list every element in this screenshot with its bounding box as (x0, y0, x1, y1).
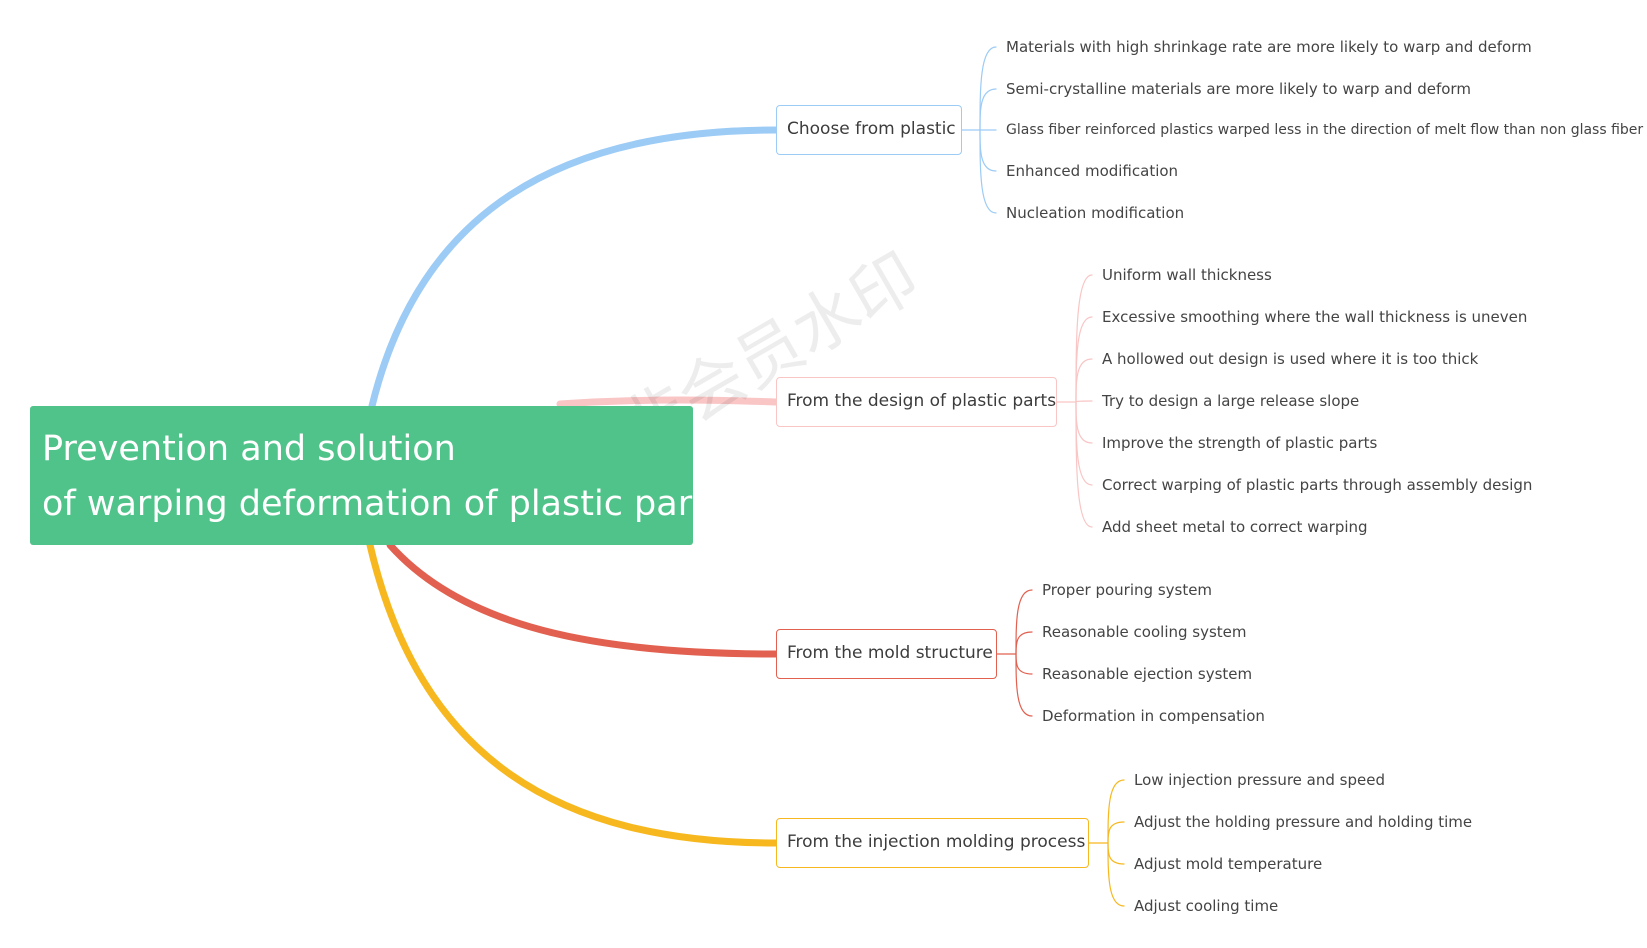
leaf-deformation-compensation[interactable]: Deformation in compensation (1042, 707, 1265, 725)
leaf-nucleation-modification[interactable]: Nucleation modification (1006, 204, 1185, 222)
leaf-cooling-time[interactable]: Adjust cooling time (1134, 897, 1279, 915)
leaf-assembly-design[interactable]: Correct warping of plastic parts through… (1102, 476, 1533, 494)
leaf-connector-0-1 (979, 88, 997, 131)
branch-connector-2 (386, 541, 780, 658)
leaf-connector-2-0 (1015, 589, 1033, 655)
leaf-connector-3-1 (1107, 821, 1125, 844)
leaf-connector-2-1 (1015, 631, 1033, 655)
leaf-connector-3-2 (1107, 842, 1125, 865)
leaf-reasonable-ejection-system[interactable]: Reasonable ejection system (1042, 665, 1253, 683)
branch-connector-3 (366, 541, 780, 847)
leaf-connector-2-3 (1015, 653, 1033, 717)
leaf-connector-2-2 (1015, 653, 1033, 675)
leaf-connector-0-4 (979, 129, 997, 214)
leaf-enhanced-modification[interactable]: Enhanced modification (1006, 162, 1179, 180)
central-topic-line-2: of warping deformation of plastic parts (42, 484, 725, 524)
branch-mold-structure[interactable]: From the mold structure (776, 629, 997, 679)
leaf-proper-pouring-system[interactable]: Proper pouring system (1042, 581, 1213, 599)
leaf-large-release-slope[interactable]: Try to design a large release slope (1102, 392, 1360, 410)
leaf-glass-fiber[interactable]: Glass fiber reinforced plastics warped l… (1006, 122, 1644, 138)
branch-injection-molding-process[interactable]: From the injection molding process (776, 818, 1089, 868)
leaf-reasonable-cooling-system[interactable]: Reasonable cooling system (1042, 623, 1247, 641)
leaf-low-injection-pressure[interactable]: Low injection pressure and speed (1134, 771, 1385, 789)
branch-connector-1 (556, 396, 780, 408)
leaf-connector-3-0 (1107, 779, 1125, 844)
leaf-uniform-wall-thickness[interactable]: Uniform wall thickness (1102, 266, 1272, 284)
branch-connector-0 (368, 126, 780, 410)
leaf-connector-0-3 (979, 129, 997, 172)
leaf-connector-1-6 (1075, 401, 1093, 528)
leaf-connector-1-2 (1075, 358, 1093, 403)
leaf-connector-0-0 (979, 46, 997, 131)
branch-choose-from-plastic[interactable]: Choose from plastic (776, 105, 962, 155)
leaf-sheet-metal[interactable]: Add sheet metal to correct warping (1102, 518, 1368, 536)
leaf-excessive-smoothing[interactable]: Excessive smoothing where the wall thick… (1102, 308, 1528, 326)
branch-design-of-plastic-parts[interactable]: From the design of plastic parts (776, 377, 1057, 427)
leaf-hollowed-out-design[interactable]: A hollowed out design is used where it i… (1102, 350, 1479, 368)
leaf-connector-1-4 (1075, 401, 1093, 444)
central-topic-line-1: Prevention and solution (42, 429, 456, 469)
leaf-mold-temperature[interactable]: Adjust mold temperature (1134, 855, 1323, 873)
central-topic[interactable]: Prevention and solution of warping defor… (30, 406, 725, 545)
leaf-connector-1-3 (1075, 400, 1093, 403)
leaf-holding-pressure-time[interactable]: Adjust the holding pressure and holding … (1134, 813, 1473, 831)
leaf-high-shrinkage[interactable]: Materials with high shrinkage rate are m… (1006, 38, 1532, 56)
leaf-connector-3-3 (1107, 842, 1125, 907)
leaf-improve-strength[interactable]: Improve the strength of plastic parts (1102, 434, 1378, 452)
leaf-connector-1-5 (1075, 401, 1093, 486)
leaf-semi-crystalline[interactable]: Semi-crystalline materials are more like… (1006, 80, 1471, 98)
